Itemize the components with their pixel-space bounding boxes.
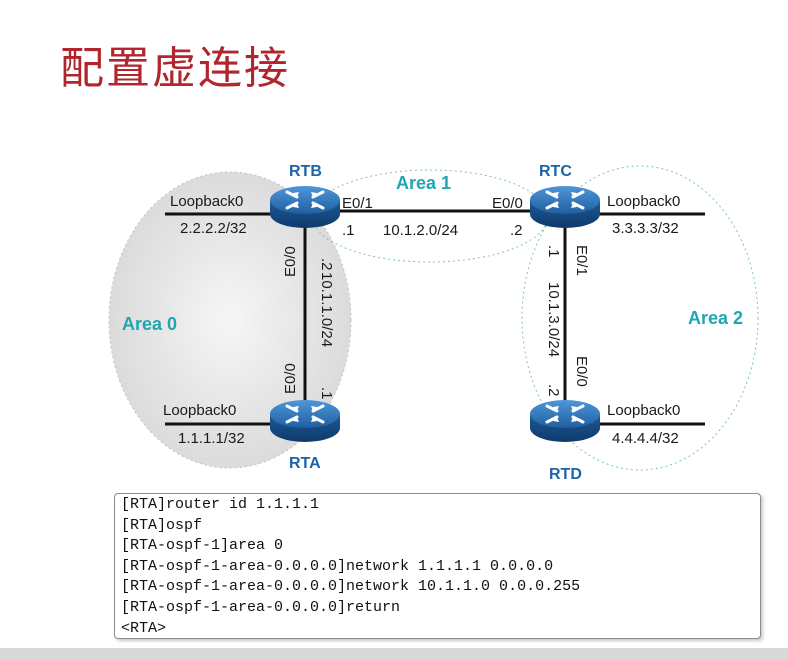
rtc-e01-label: E0/1 [573, 245, 590, 276]
rtd-e00-host: .2 [545, 384, 562, 397]
command-line: [RTA-ospf-1-area-0.0.0.0]network 10.1.1.… [121, 578, 581, 596]
rtd-e00-label: E0/0 [573, 356, 590, 387]
rtb-e01-host: .1 [342, 222, 355, 239]
rtb-e01-label: E0/1 [342, 195, 373, 212]
rtb-e00-label: E0/0 [282, 246, 299, 277]
loopback-rtc-address: 3.3.3.3/32 [612, 220, 679, 237]
router-rtb-label: RTB [289, 163, 322, 180]
area2-label: Area 2 [688, 308, 743, 328]
loopback-rtd-name: Loopback0 [607, 402, 680, 419]
router-icon [530, 186, 600, 228]
router-rtb[interactable] [270, 186, 340, 228]
router-rtc[interactable] [530, 186, 600, 228]
router-icon [270, 400, 340, 442]
rta-e00-host: .1 [318, 387, 335, 400]
slide-title: 配置虚连接 [60, 43, 290, 94]
rtb-rtc-network: 10.1.2.0/24 [383, 222, 458, 239]
router-rta-label: RTA [289, 455, 321, 472]
command-line: [RTA-ospf-1]area 0 [121, 537, 284, 555]
command-line: [RTA-ospf-1-area-0.0.0.0]return [121, 598, 401, 616]
router-icon [270, 186, 340, 228]
area0-label: Area 0 [122, 314, 177, 334]
command-line: [RTA-ospf-1-area-0.0.0.0]network 1.1.1.1… [121, 557, 554, 575]
area2-region [521, 165, 759, 471]
rtb-e00-host: .2 [318, 258, 335, 271]
loopback-rtb-address: 2.2.2.2/32 [180, 220, 247, 237]
rtc-e00-label: E0/0 [492, 195, 523, 212]
rtc-rtd-network: 10.1.3.0/24 [545, 282, 562, 357]
router-rtd[interactable] [530, 400, 600, 442]
loopback-rtd-address: 4.4.4.4/32 [612, 430, 679, 447]
loopback-rta-name: Loopback0 [163, 402, 236, 419]
footer-bar [0, 648, 788, 660]
command-line: [RTA]ospf [121, 516, 203, 534]
area1-label: Area 1 [396, 173, 451, 193]
router-rtd-label: RTD [549, 466, 582, 483]
router-rtc-label: RTC [539, 163, 572, 180]
network-topology-diagram: Area 0 Area 1 Area 2 Loopback0 2.2.2.2/3… [108, 163, 759, 483]
rtc-e01-host: .1 [545, 245, 562, 258]
rta-rtb-network: 10.1.1.0/24 [318, 272, 335, 347]
router-rta[interactable] [270, 400, 340, 442]
rtc-e00-host: .2 [510, 222, 523, 239]
loopback-rtb-name: Loopback0 [170, 193, 243, 210]
loopback-rtc-name: Loopback0 [607, 193, 680, 210]
area0-region [108, 171, 352, 469]
rta-e00-label: E0/0 [282, 363, 299, 394]
router-icon [530, 400, 600, 442]
loopback-rta-address: 1.1.1.1/32 [178, 430, 245, 447]
command-box: [RTA]router id 1.1.1.1 [RTA]ospf [RTA-os… [114, 493, 761, 639]
command-line: <RTA> [121, 619, 167, 637]
command-line: [RTA]router id 1.1.1.1 [121, 496, 320, 513]
